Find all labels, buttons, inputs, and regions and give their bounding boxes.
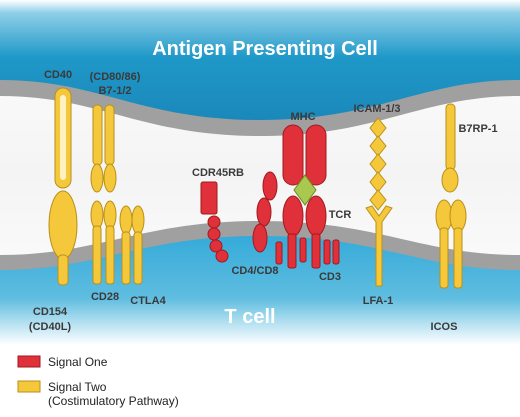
label-b7-1-2: B7-1/2: [98, 85, 131, 97]
apc-title: Antigen Presenting Cell: [152, 38, 378, 60]
label-tcr: TCR: [329, 209, 352, 221]
b7-1-molecule: [92, 104, 103, 166]
apc-region: [0, 0, 520, 128]
legend-signal-two-sub: (Costimulatory Pathway): [48, 394, 179, 408]
label-b7rp1: B7RP-1: [458, 123, 497, 135]
b7-cd28-ctla4-group: [90, 104, 145, 285]
cd154-molecule: [48, 190, 78, 260]
legend-swatch-signal-one: [17, 355, 41, 368]
legend: Signal One Signal Two (Costimulatory Pat…: [17, 355, 179, 408]
b7rp1-icos-pair: [435, 103, 467, 289]
label-cd28: CD28: [91, 291, 119, 303]
tcell-title: T cell: [224, 306, 275, 328]
cd28-molecule: [90, 200, 104, 230]
legend-swatch-signal-two: [17, 380, 41, 393]
cdr45rb-molecule: [200, 181, 229, 263]
label-ctla4: CTLA4: [130, 295, 166, 307]
peptide-diamond: [293, 174, 317, 206]
icam-molecule: [369, 117, 387, 211]
label-cd80-86: (CD80/86): [90, 71, 141, 83]
label-lfa1: LFA-1: [363, 295, 394, 307]
label-cd3: CD3: [319, 271, 341, 283]
label-icos: ICOS: [431, 321, 458, 333]
b7rp1-molecule: [445, 103, 456, 171]
label-icam: ICAM-1/3: [353, 103, 400, 115]
mhc-molecule: [282, 124, 327, 186]
cd40-cd154-pair: [48, 87, 78, 286]
label-cd4-cd8: CD4/CD8: [231, 265, 278, 277]
label-cd40: CD40: [44, 69, 72, 81]
lfa1-molecule: [365, 205, 393, 287]
legend-signal-one: Signal One: [48, 355, 108, 369]
tcr-molecule: [282, 195, 327, 269]
label-cd40l: (CD40L): [29, 321, 72, 333]
b7-2-molecule: [104, 104, 115, 166]
label-cdr45rb: CDR45RB: [192, 167, 244, 179]
ctla4-molecule: [119, 205, 133, 235]
cd3-complex: [275, 237, 340, 265]
label-cd154: CD154: [33, 306, 68, 318]
apc-membrane: [0, 80, 520, 136]
legend-signal-two: Signal Two: [48, 380, 107, 394]
label-mhc: MHC: [290, 111, 315, 123]
cd4-cd8-molecule: [252, 171, 278, 253]
